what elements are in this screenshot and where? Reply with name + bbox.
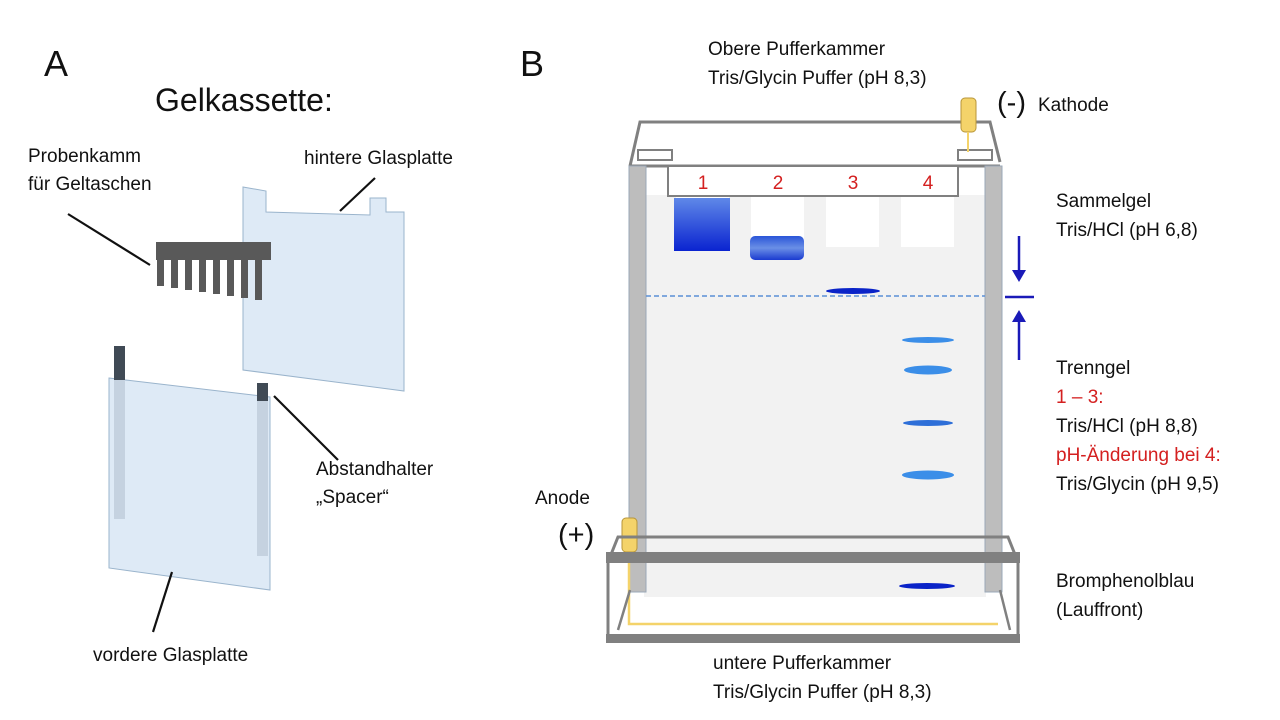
anode-electrode xyxy=(621,517,638,553)
lane-4-band xyxy=(903,420,953,426)
lane-number: 1 xyxy=(698,173,709,194)
lane-4-band xyxy=(902,470,954,480)
dye-label: Bromphenolblau xyxy=(1056,571,1195,592)
panel-a-graphics xyxy=(67,177,405,633)
right-post xyxy=(984,165,1003,593)
stacking-arrows xyxy=(1005,236,1034,360)
lane-number: 3 xyxy=(848,173,859,194)
anode-sign: (+) xyxy=(558,519,595,551)
stacking-gel-buffer: Tris/HCl (pH 6,8) xyxy=(1056,220,1198,241)
spacer-label-line2: „Spacer“ xyxy=(316,487,389,508)
dye-front-label: (Lauffront) xyxy=(1056,600,1144,621)
lane-4-band xyxy=(904,365,952,375)
upper-chamber-label: Obere Pufferkammer xyxy=(708,39,886,60)
separating-gel-label: Trenngel xyxy=(1056,358,1131,379)
sample-comb xyxy=(156,242,271,300)
dye-front-band xyxy=(899,583,955,589)
cathode-label: Kathode xyxy=(1038,95,1109,116)
anode-label: Anode xyxy=(535,488,590,509)
comb-label-line2: für Geltaschen xyxy=(28,174,152,195)
lane-3-band xyxy=(826,288,880,294)
spacer-label-line1: Abstandhalter xyxy=(316,459,434,480)
stacking-gel-label: Sammelgel xyxy=(1056,191,1152,212)
lower-chamber-label: untere Pufferkammer xyxy=(713,653,892,674)
spacer-left xyxy=(114,380,125,519)
cathode-electrode xyxy=(960,97,977,133)
lanes-1-3-label: 1 – 3: xyxy=(1056,387,1104,408)
cassette-title: Gelkassette: xyxy=(155,82,333,118)
lane-number: 4 xyxy=(923,173,934,194)
spacer-right-top xyxy=(257,383,268,401)
comb-label-line1: Probenkamm xyxy=(28,146,141,167)
front-plate-label: vordere Glasplatte xyxy=(93,645,249,666)
gel-body xyxy=(644,195,986,597)
back-glass-plate xyxy=(242,186,405,392)
spacer-right xyxy=(257,400,268,556)
back-plate-label: hintere Glasplatte xyxy=(304,148,453,169)
buffer-4-label: Tris/Glycin (pH 9,5) xyxy=(1056,474,1219,495)
lane-number: 2 xyxy=(773,173,784,194)
panel-b-graphics: 1 2 3 4 xyxy=(606,97,1034,643)
buffer-1-3-label: Tris/HCl (pH 8,8) xyxy=(1056,416,1198,437)
lower-chamber-buffer: Tris/Glycin Puffer (pH 8,3) xyxy=(713,682,932,703)
spacer-left-top xyxy=(114,346,125,380)
lane-1-sample xyxy=(674,198,730,251)
ph-change-label: pH-Änderung bei 4: xyxy=(1056,445,1221,466)
panel-a-letter: A xyxy=(44,43,69,84)
lane-2-sample xyxy=(750,236,804,260)
upper-chamber-buffer: Tris/Glycin Puffer (pH 8,3) xyxy=(708,68,927,89)
lane-4-band xyxy=(902,337,954,343)
front-glass-plate xyxy=(108,377,271,591)
cathode-sign: (-) xyxy=(997,87,1026,119)
panel-b-letter: B xyxy=(520,43,545,84)
left-post xyxy=(628,165,647,593)
lane-comb-header xyxy=(667,165,959,197)
